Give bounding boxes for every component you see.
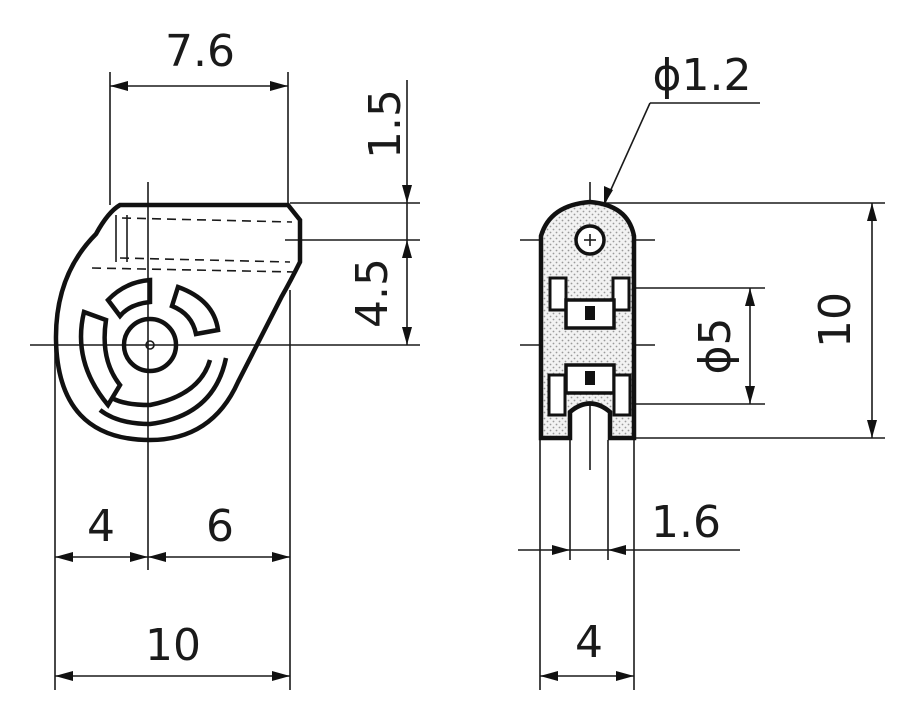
arrow (745, 288, 755, 306)
arrow (540, 671, 558, 681)
hidden-hole-lower (119, 257, 291, 263)
side-view: ϕ1.2 ϕ5 10 1.6 4 (518, 50, 885, 690)
arrow (608, 545, 626, 555)
dim-groove-width: 1.6 (651, 497, 721, 548)
arrow (745, 386, 755, 404)
arrow (402, 240, 412, 258)
arrow (148, 552, 166, 562)
slot-right (169, 284, 221, 337)
arrow (110, 81, 128, 91)
arrow (604, 186, 613, 205)
slot-lower-outer (98, 357, 229, 427)
arrow (55, 552, 73, 562)
hub-center (145, 340, 155, 350)
bore-upper-mark (585, 306, 595, 320)
part-outline (53, 202, 303, 443)
arrow (270, 81, 288, 91)
arrow (130, 552, 148, 562)
bore-lower-mark (585, 371, 595, 385)
arrow (402, 185, 412, 203)
arrow (616, 671, 634, 681)
slot-upper (105, 277, 153, 320)
slot-left (78, 309, 123, 409)
hub-circle (121, 316, 179, 374)
dim-overall-width: 10 (145, 620, 201, 671)
dim-overall-height: 10 (810, 292, 861, 348)
arrow (272, 671, 290, 681)
arrow (272, 552, 290, 562)
arrow (55, 671, 73, 681)
dim-top-width: 7.6 (165, 26, 235, 77)
slot-lower (110, 359, 213, 408)
front-view: 7.6 1.5 4.5 4 6 10 (30, 26, 420, 690)
dim-top-offset: 1.5 (360, 89, 411, 159)
hidden-hole-edge (91, 267, 296, 273)
dim-center-height: 4.5 (347, 258, 398, 328)
dim-left-to-center: 4 (87, 501, 115, 552)
arrow (867, 203, 877, 221)
window-left-lower (547, 373, 567, 417)
arrow (402, 327, 412, 345)
leader-line (603, 102, 651, 206)
arrow (867, 420, 877, 438)
dim-hole-diameter: ϕ1.2 (653, 50, 752, 101)
dim-center-to-right: 6 (206, 501, 234, 552)
hidden-hole-upper (121, 217, 293, 223)
arrow (552, 545, 570, 555)
window-right-lower (612, 373, 632, 417)
dim-bore-diameter: ϕ5 (690, 317, 741, 374)
window-left-upper (548, 276, 568, 312)
dim-overall-thickness: 4 (575, 617, 603, 668)
window-right-upper (611, 276, 631, 312)
